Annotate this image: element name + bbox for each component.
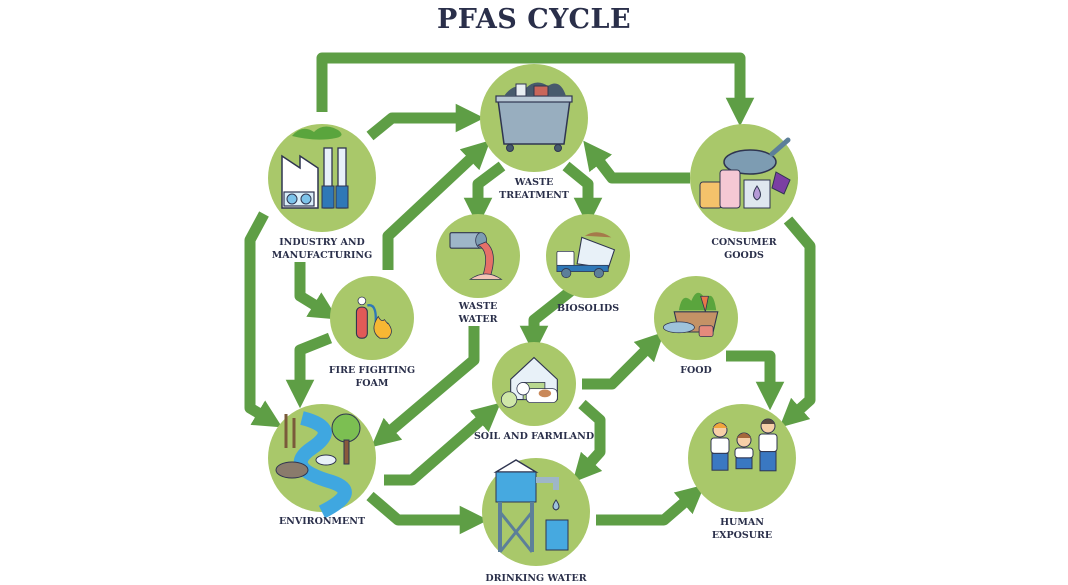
node-label-biosolids: BIOSOLIDS [556, 303, 620, 314]
arrow-waste_treatment-to-waste_water [463, 161, 506, 227]
arrow-consumer_goods-to-human [779, 216, 816, 428]
node-biosolids [546, 214, 630, 298]
node-soil [492, 342, 576, 426]
arrow-industry-to-waste_treatment [366, 103, 485, 141]
node-label-drinking-water: DRINKING WATER [485, 573, 587, 584]
arrow-biosolids-to-soil [519, 285, 576, 355]
factory-icon [281, 126, 349, 209]
node-consumer-goods [690, 124, 798, 232]
fire-extinguisher-icon [355, 296, 392, 339]
node-human [688, 404, 796, 512]
arrow-environment-to-drinking_water [366, 491, 489, 535]
consumer-goods-icon [699, 137, 791, 209]
node-waste-water [436, 214, 520, 298]
node-fire-foam [330, 276, 414, 360]
arrow-waste_treatment-to-biosolids [562, 161, 603, 227]
edges-layer [244, 52, 816, 535]
node-drinking-water [482, 458, 590, 566]
arrow-soil-to-drinking_water [572, 399, 606, 483]
arrow-industry-to-consumer_goods [316, 52, 755, 127]
water-tower-icon [493, 459, 569, 553]
node-label-fire-foam: FIRE FIGHTING FOAM [328, 365, 416, 389]
family-icon [710, 418, 778, 472]
barn-cow-icon [500, 356, 558, 408]
node-industry [268, 124, 376, 232]
node-label-human: HUMAN EXPOSURE [711, 517, 773, 541]
node-circle [436, 214, 520, 298]
arrow-industry-to-environment [244, 211, 283, 428]
node-label-food: FOOD [680, 365, 712, 376]
arrow-fire_foam-to-waste_treatment [382, 140, 491, 270]
dumpster-icon [495, 82, 573, 152]
node-label-environment: ENVIRONMENT [278, 516, 366, 527]
node-environment [268, 404, 376, 519]
arrow-fire_foam-to-environment [285, 332, 333, 409]
food-basket-icon [662, 292, 719, 338]
arrow-food-to-human [726, 350, 785, 411]
nodes-layer [268, 64, 798, 566]
node-food [654, 276, 738, 360]
node-circle [330, 276, 414, 360]
node-label-consumer-goods: CONSUMER GOODS [711, 237, 777, 261]
river-nature-icon [275, 411, 361, 519]
arrow-environment-to-soil [384, 402, 501, 486]
node-label-industry: INDUSTRY AND MANUFACTURING [271, 237, 373, 261]
arrow-drinking_water-to-human [596, 484, 705, 526]
arrow-consumer_goods-to-waste_treatment [583, 140, 690, 184]
pipe-outflow-icon [449, 232, 503, 280]
node-label-waste-treatment: WASTE TREATMENT [499, 177, 569, 201]
node-label-waste-water: WASTE WATER [458, 301, 498, 325]
node-waste-treatment [480, 64, 588, 172]
arrow-industry-to-fire_foam [294, 262, 339, 320]
diagram-title: PFAS CYCLE [436, 4, 632, 35]
arrow-waste_water-to-environment [371, 326, 480, 448]
dump-truck-icon [556, 232, 616, 279]
node-label-soil: SOIL AND FARMLAND [473, 431, 595, 442]
arrow-soil-to-food [582, 331, 665, 390]
